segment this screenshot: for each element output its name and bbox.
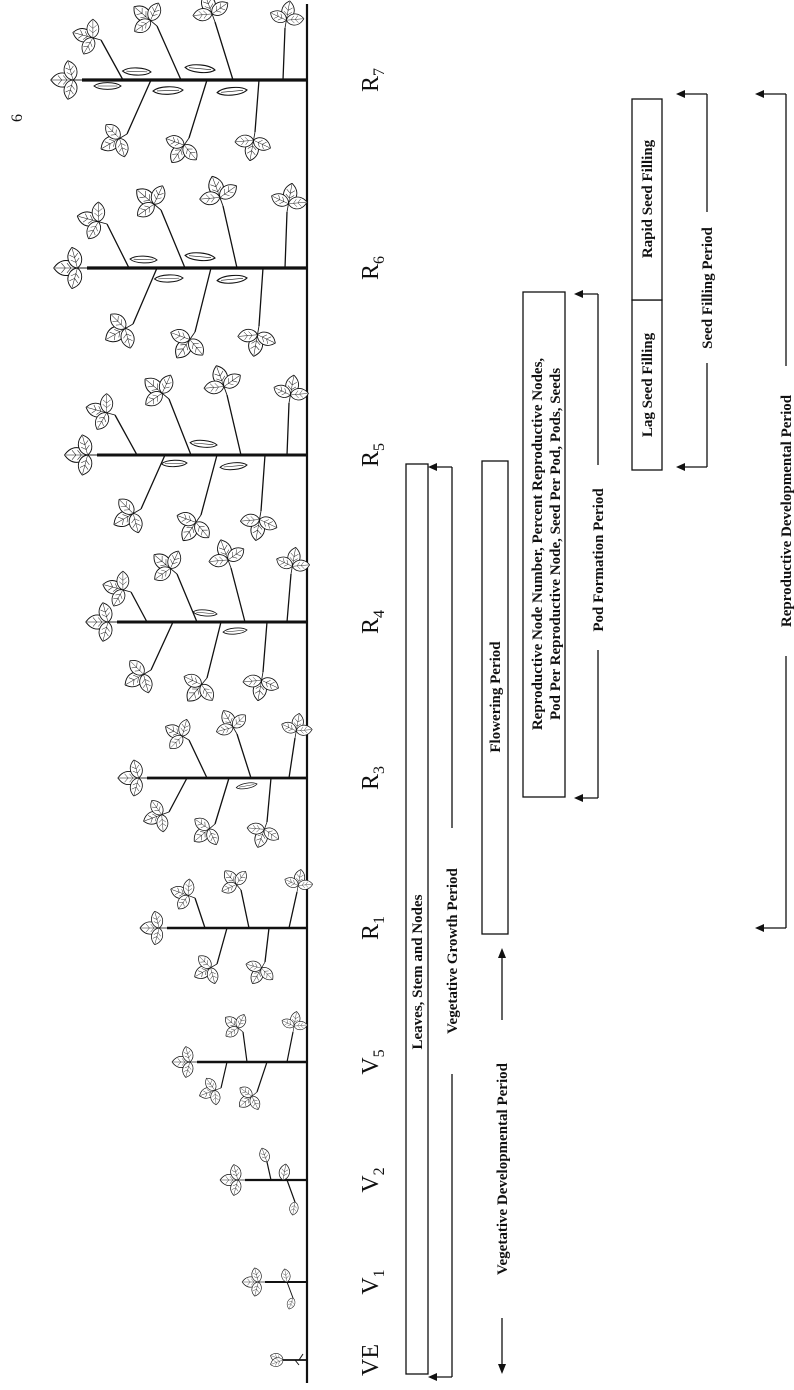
stage-labels: VE V1 V2 V5 R1 R3 R4 R5 R6 R7 [358,68,388,1376]
rapid-seed-filling-label: Rapid Seed Filling [640,139,656,258]
vegetative-developmental-arrow [498,948,506,1374]
seed-filling-bracket [676,90,708,471]
stage-label-v5: V5 [358,1049,388,1074]
stage-label-r5: R5 [358,443,388,467]
plant-v1-illustration [242,1266,307,1311]
pod-formation-bracket [574,290,599,802]
stage-label-r6: R6 [358,256,388,280]
pod-formation-label: Pod Formation Period [591,488,607,632]
plant-r6-illustration [53,169,311,371]
vegetative-growth-bracket [428,463,453,1381]
plant-r5-illustration [64,358,313,553]
lag-seed-filling-box [631,299,663,471]
flowering-period-label: Flowering Period [488,641,504,753]
reproductive-node-box [522,291,566,798]
plant-r7-illustration [51,0,309,174]
reproductive-node-label-line2: Pod Per Reproductive Node, Seed Per Pod,… [548,368,564,720]
page-number: 6 [9,114,26,122]
stage-label-r3: R3 [358,766,388,790]
leaves-stem-nodes-box [405,463,429,1375]
reproductive-node-label-line1: Reproductive Node Number, Percent Reprod… [530,358,546,731]
flowering-period-box [481,460,509,935]
lag-seed-filling-label: Lag Seed Filling [640,332,656,437]
seed-filling-label: Seed Filling Period [700,227,716,349]
stage-label-r4: R4 [358,610,388,634]
reproductive-developmental-bracket [755,90,787,932]
stage-label-v1: V1 [358,1269,388,1294]
plant-v2-illustration [220,1145,307,1217]
plant-v5-illustration [172,1005,311,1119]
plant-r4-illustration [86,533,314,715]
reproductive-developmental-label: Reproductive Developmental Period [779,394,794,627]
plant-r3-illustration [118,701,316,855]
stage-label-r7: R7 [358,68,388,92]
stage-label-r1: R1 [358,916,388,940]
rapid-seed-filling-box [631,98,663,301]
vegetative-developmental-label: Vegetative Developmental Period [495,1062,511,1275]
plant-ve-illustration [268,1351,307,1369]
vegetative-growth-label: Vegetative Growth Period [445,867,461,1033]
leaves-stem-nodes-label: Leaves, Stem and Nodes [410,894,426,1049]
stage-label-v2: V2 [358,1167,388,1192]
plant-r1-illustration [140,860,317,993]
stage-label-ve: VE [358,1344,384,1376]
